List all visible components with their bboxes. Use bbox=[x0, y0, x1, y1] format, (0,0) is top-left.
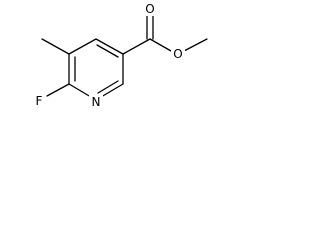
chemical-structure-diagram: F N O O bbox=[33, 2, 208, 109]
pyridine-ring bbox=[68, 38, 124, 101]
bond-c-f bbox=[46, 83, 70, 97]
bond-c2-n-inner bbox=[97, 80, 119, 94]
atom-fluorine: F bbox=[33, 93, 45, 108]
bond-ring-carbonyl bbox=[122, 38, 151, 55]
bond-methyl bbox=[41, 38, 70, 55]
fluorine-label: F bbox=[36, 94, 43, 108]
bond-c5-c4 bbox=[68, 38, 97, 55]
bond-c4-c3-inner bbox=[96, 44, 119, 58]
bond-c4-c3 bbox=[95, 38, 124, 55]
ester-oxygen-label: O bbox=[173, 47, 182, 61]
bond-c-o-single bbox=[149, 38, 172, 52]
atom-nitrogen: N bbox=[89, 94, 103, 109]
carbonyl-oxygen-label: O bbox=[145, 2, 154, 16]
methyl-ester-group bbox=[122, 15, 208, 55]
bond-o-methyl bbox=[183, 38, 208, 52]
nitrogen-label: N bbox=[92, 95, 101, 109]
atom-ester-oxygen: O bbox=[171, 47, 185, 61]
atom-carbonyl-oxygen: O bbox=[143, 2, 157, 16]
